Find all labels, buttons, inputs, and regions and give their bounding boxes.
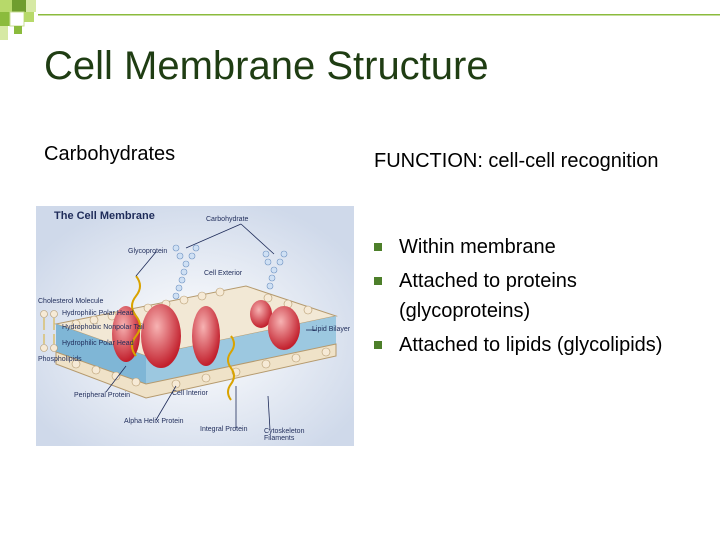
bullet-marker-icon [374, 341, 382, 349]
bullet-item: Attached to lipids (glycolipids) [374, 330, 704, 360]
label-cholesterol: Cholesterol Molecule [38, 298, 104, 305]
label-cell-exterior: Cell Exterior [204, 270, 243, 277]
bullet-list: Within membrane Attached to proteins (gl… [374, 232, 704, 364]
header-strip [38, 0, 720, 26]
label-carbohydrate: Carbohydrate [206, 216, 249, 223]
label-phospholipids: Phospholipids [38, 356, 82, 363]
label-lipid-bilayer: Lipid Bilayer [312, 326, 351, 333]
membrane-illustration [36, 206, 354, 446]
figure-title: The Cell Membrane [54, 210, 155, 222]
carbohydrates-heading: Carbohydrates [44, 143, 176, 165]
label-peripheral-protein: Peripheral Protein [74, 392, 131, 399]
slide-title: Cell Membrane Structure [44, 44, 489, 88]
bullet-item: Attached to proteins (glycoproteins) [374, 266, 704, 326]
cell-membrane-figure: The Cell Membrane Carbohydrate Glycoprot… [36, 206, 354, 446]
label-alpha-helix: Alpha Helix Protein [124, 418, 184, 425]
label-hydrophobic-tail: Hydrophobic Nonpolar Tail [62, 324, 144, 331]
label-integral-protein: Integral Protein [200, 426, 248, 433]
function-heading: FUNCTION: cell-cell recognition [374, 150, 659, 172]
corner-decoration [0, 0, 36, 40]
label-hydrophilic-head-2: Hydrophilic Polar Head [62, 340, 134, 347]
label-cytoskeleton: Cytoskeleton Filaments [264, 428, 305, 442]
label-cell-interior: Cell Interior [172, 390, 208, 397]
bullet-marker-icon [374, 277, 382, 285]
bullet-item: Within membrane [374, 232, 704, 262]
bullet-marker-icon [374, 243, 382, 251]
label-glycoprotein: Glycoprotein [128, 248, 168, 255]
label-hydrophilic-head-1: Hydrophilic Polar Head [62, 310, 134, 317]
